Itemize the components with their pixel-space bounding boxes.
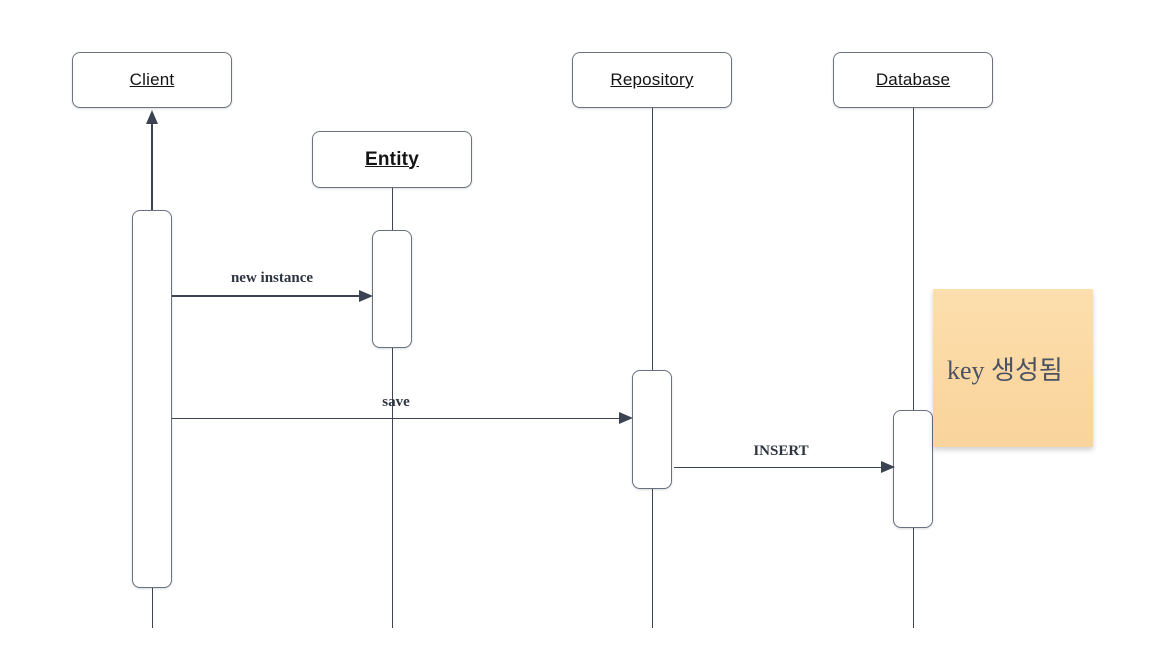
message-label-insert: INSERT (753, 443, 809, 459)
lifeline-database (912, 108, 914, 410)
lifeline-repository (651, 108, 653, 370)
arrowhead-up-icon (146, 110, 158, 124)
message-label-new-instance: new instance (230, 270, 314, 286)
arrowhead-right-icon (619, 412, 633, 424)
arrow-line (674, 466, 882, 468)
arrow-line (172, 417, 620, 419)
sticky-note-text: key 생성됨 (947, 355, 1063, 385)
message-label-save: save (382, 394, 410, 410)
activation-bar-database[interactable] (893, 410, 933, 528)
lifeline-database (912, 528, 914, 628)
lifeline-client (151, 588, 153, 628)
sticky-note[interactable]: key 생성됨 (933, 289, 1093, 447)
arrow-line (151, 123, 153, 210)
arrowhead-right-icon (359, 290, 373, 302)
lifeline-entity (391, 348, 393, 628)
arrow-line (172, 295, 360, 297)
activation-bar-entity[interactable] (372, 230, 412, 348)
actor-label-entity: Entity (365, 148, 419, 170)
arrowhead-right-icon (881, 461, 895, 473)
actor-label-repository: Repository (610, 70, 694, 89)
activation-bar-client[interactable] (132, 210, 172, 588)
actor-label-client: Client (129, 70, 175, 89)
lifeline-repository (651, 489, 653, 628)
lifeline-entity (391, 188, 393, 230)
actor-label-database: Database (875, 70, 951, 89)
actor-box-database[interactable]: Database (833, 52, 993, 108)
actor-box-repository[interactable]: Repository (572, 52, 732, 108)
actor-box-client[interactable]: Client (72, 52, 232, 108)
actor-box-entity[interactable]: Entity (312, 131, 472, 188)
activation-bar-repository[interactable] (632, 370, 672, 489)
